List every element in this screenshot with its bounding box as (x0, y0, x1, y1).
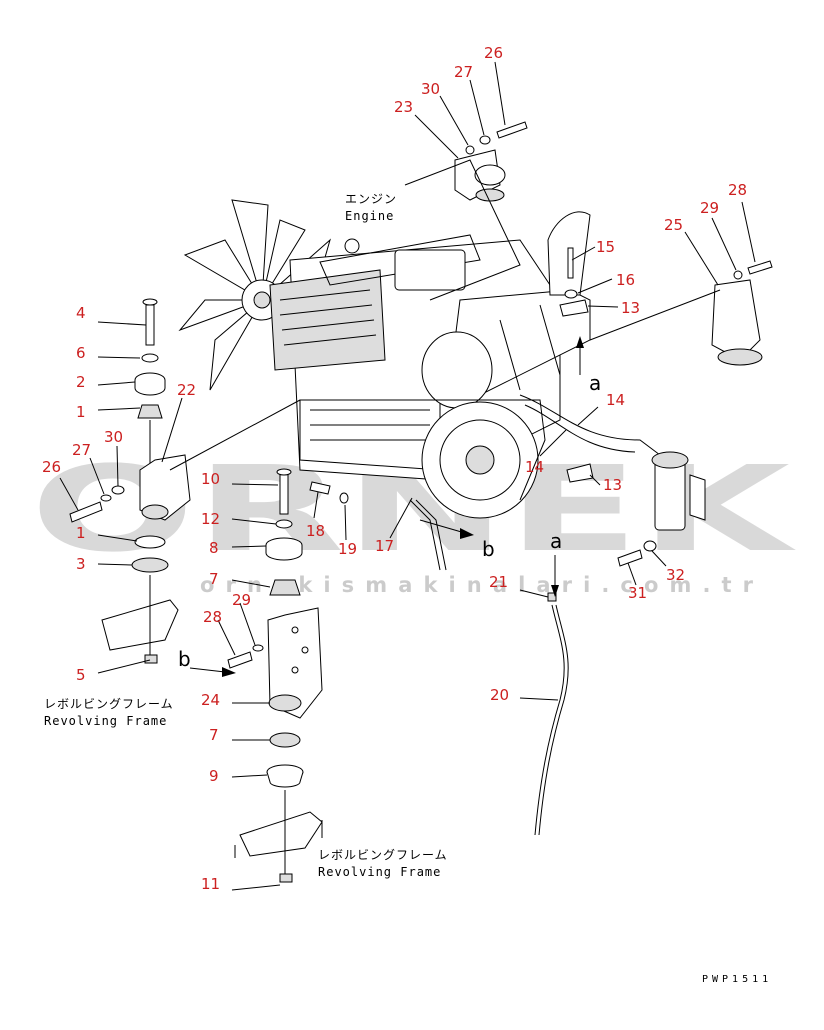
part-label: 16 (616, 271, 635, 289)
part-label: 14 (525, 458, 544, 476)
right-mount (559, 247, 773, 483)
part-label: 13 (603, 476, 622, 494)
part-label: 2 (76, 373, 86, 391)
part-label: 15 (596, 238, 615, 256)
frame-caption-left-jp: レボルビングフレーム (44, 697, 174, 711)
part-label: 30 (104, 428, 123, 446)
captions: エンジン Engine レボルビングフレーム Revolving Frame レ… (44, 192, 772, 985)
part-label: 4 (76, 304, 86, 322)
part-label: 26 (42, 458, 61, 476)
part-label: 27 (72, 441, 91, 459)
left-mount (69, 298, 191, 664)
engine-caption-en: Engine (345, 209, 394, 223)
frame-caption-right-en: Revolving Frame (318, 865, 441, 879)
part-label: 8 (209, 539, 219, 557)
cylinder-head (269, 269, 386, 371)
part-label: 17 (375, 537, 394, 555)
part-label: 28 (728, 181, 747, 199)
part-label: 29 (700, 199, 719, 217)
part-label: 24 (201, 691, 220, 709)
ref-a-bottom: a (550, 529, 562, 553)
part-label: 23 (394, 98, 413, 116)
leader-lines (59, 61, 756, 891)
part-label: 27 (454, 63, 473, 81)
part-label: 5 (76, 666, 86, 684)
part-label: 31 (628, 584, 647, 602)
part-label: 21 (489, 573, 508, 591)
part-label: 7 (209, 726, 219, 744)
ref-a-top: a (589, 371, 601, 395)
center-mount (227, 468, 323, 883)
part-label: 25 (664, 216, 683, 234)
part-label: 7 (209, 570, 219, 588)
engine-assembly (178, 199, 706, 571)
part-label: 1 (76, 524, 86, 542)
ref-b-right: b (482, 537, 495, 561)
engine-caption-jp: エンジン (345, 192, 397, 206)
part-label: 1 (76, 403, 86, 421)
part-label: 29 (232, 591, 251, 609)
part-label: 32 (666, 566, 685, 584)
frame-caption-left-en: Revolving Frame (44, 714, 167, 728)
part-label: 30 (421, 80, 440, 98)
ref-b-left: b (178, 647, 191, 671)
part-label: 26 (484, 44, 503, 62)
part-label: 6 (76, 344, 86, 362)
part-labels: 26 27 30 23 15 16 13 25 29 28 4 6 2 1 22… (42, 44, 747, 893)
small-parts (309, 481, 657, 836)
part-label: 14 (606, 391, 625, 409)
drawing-code: PWP1511 (702, 974, 772, 985)
part-label: 19 (338, 540, 357, 558)
part-label: 10 (201, 470, 220, 488)
part-label: 9 (209, 767, 219, 785)
part-label: 11 (201, 875, 220, 893)
frame-caption-right-jp: レボルビングフレーム (318, 848, 448, 862)
part-label: 20 (490, 686, 509, 704)
part-label: 12 (201, 510, 220, 528)
part-label: 28 (203, 608, 222, 626)
part-label: 18 (306, 522, 325, 540)
part-label: 22 (177, 381, 196, 399)
part-label: 3 (76, 555, 86, 573)
part-label: 13 (621, 299, 640, 317)
